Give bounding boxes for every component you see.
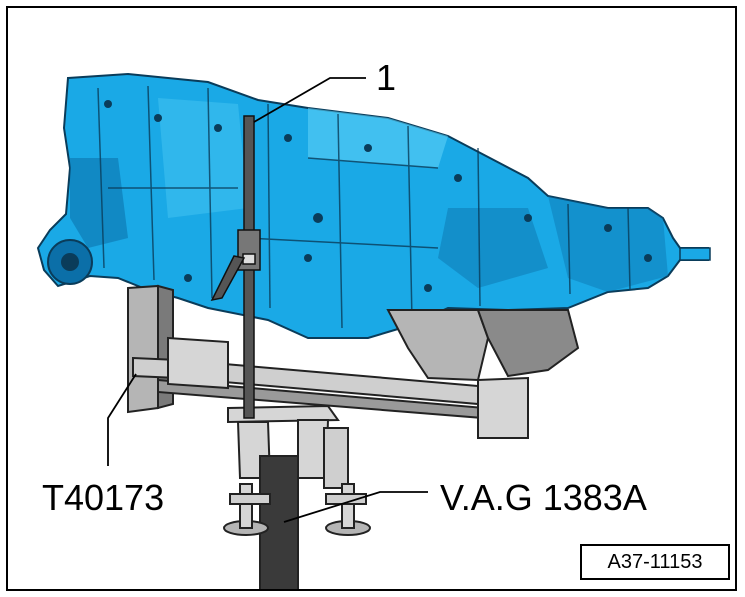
- transmission-housing: [36, 72, 711, 339]
- item-1-label: 1: [376, 57, 397, 98]
- retaining-strap: [210, 115, 261, 419]
- transmission-stand: [223, 404, 371, 589]
- leader-line-item-1: [253, 77, 366, 123]
- leader-line-fixture: [107, 373, 137, 466]
- leader-line-stand: [283, 491, 428, 523]
- leader-lines: [107, 77, 428, 523]
- transmission-illustration: [36, 72, 711, 589]
- reference-number: A37-11153: [580, 544, 730, 580]
- fixture-label: T40173: [42, 477, 165, 518]
- diagram-frame: 1 T40173 V.A.G 1383A A37-11153: [6, 6, 737, 591]
- stand-label: V.A.G 1383A: [440, 477, 647, 518]
